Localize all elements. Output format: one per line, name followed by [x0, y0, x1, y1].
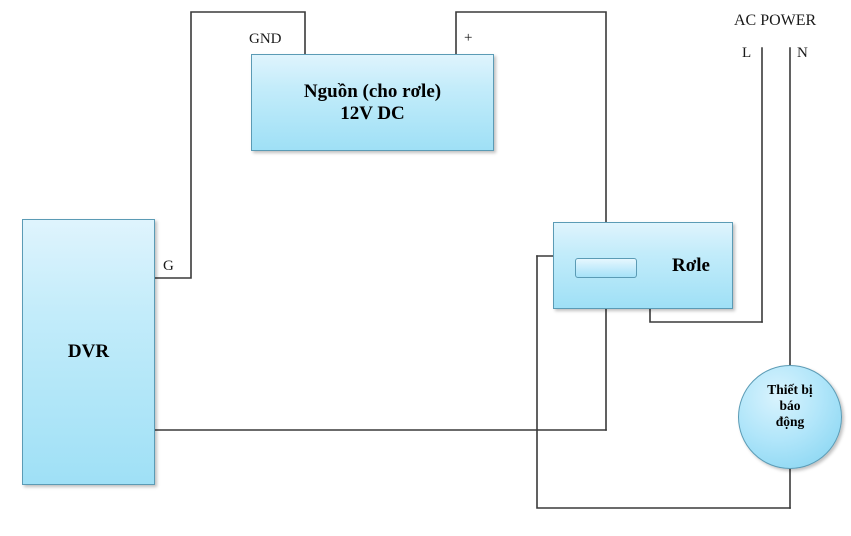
power-supply-label: Nguồn (cho rơle) 12V DC	[303, 80, 442, 124]
terminal-label-plus: +	[464, 30, 473, 46]
alarm-device-circle[interactable]	[738, 365, 842, 469]
dvr-label: DVR	[67, 341, 110, 363]
relay-label: Rơle	[672, 254, 710, 276]
terminal-label-n: N	[797, 45, 808, 61]
terminal-label-l: L	[742, 45, 752, 61]
alarm-device-label: Thiết bị báo động	[767, 382, 813, 429]
wire-relay-common-to-siren	[536, 255, 791, 509]
dvr-box[interactable]: DVR	[22, 219, 155, 485]
wire-dvr-g-to-psu-gnd	[154, 11, 306, 279]
ac-power-label: AC POWER	[734, 12, 817, 29]
relay-coil-icon	[575, 258, 637, 278]
terminal-label-gnd: GND	[249, 31, 282, 47]
power-supply-box[interactable]: Nguồn (cho rơle) 12V DC	[251, 54, 494, 151]
wire-psu-plus-to-relay-coil	[455, 11, 607, 431]
terminal-label-g: G	[163, 258, 174, 274]
